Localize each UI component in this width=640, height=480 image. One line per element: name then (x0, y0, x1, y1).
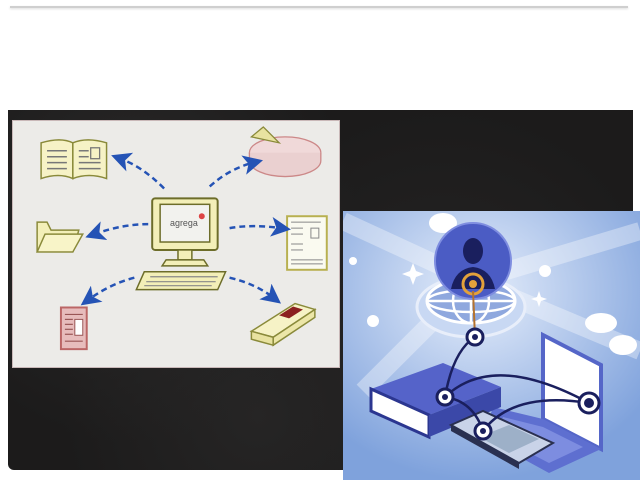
red-document-icon (59, 306, 88, 351)
book-icon (369, 363, 501, 440)
distribution-arrows (80, 152, 291, 306)
connection-nodes (435, 327, 601, 441)
agrega-diagram-image: agrega (12, 120, 340, 368)
pie-chart-icon (248, 126, 322, 178)
top-divider (10, 6, 628, 8)
speech-bubbles-icons (349, 213, 637, 355)
computer-icon: agrega (135, 197, 227, 291)
document-icon (286, 215, 328, 271)
folder-icon (35, 221, 85, 253)
closed-book-icon (249, 302, 317, 347)
sparkles-icons (402, 263, 547, 307)
connected-devices-image (343, 211, 640, 480)
mobile-phone-icon (448, 409, 556, 469)
open-book-icon (40, 139, 108, 180)
user-avatar-icon (434, 222, 512, 338)
agrega-logo-text: agrega (170, 218, 198, 228)
